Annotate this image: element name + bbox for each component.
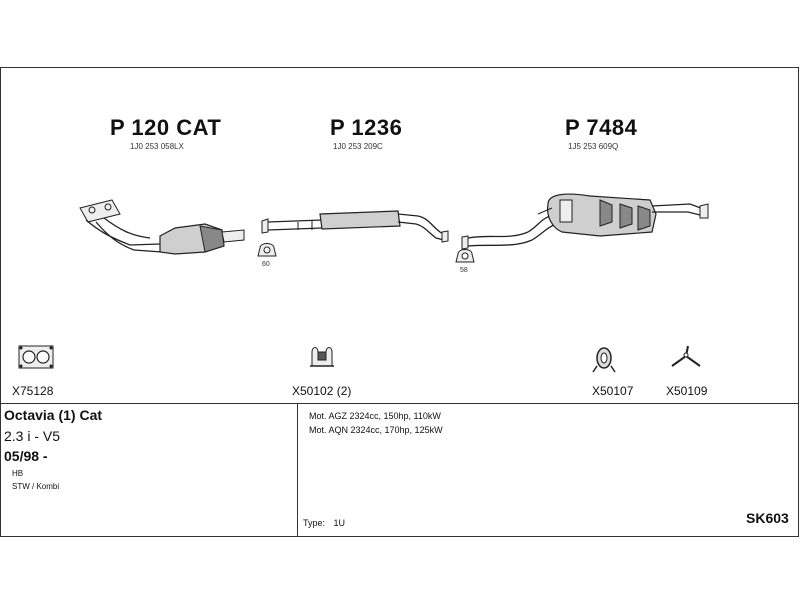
vehicle-body-stw: STW / Kombi bbox=[12, 482, 60, 491]
part-oem-catalyst: 1J0 253 058LX bbox=[130, 142, 184, 151]
vehicle-body-hb: HB bbox=[12, 469, 24, 478]
clamp-number: 58 bbox=[460, 267, 468, 274]
fitting-ref: X50102 (2) bbox=[292, 384, 352, 398]
type-row: Type: 1U bbox=[303, 518, 345, 528]
fitting-ref: X50107 bbox=[592, 384, 634, 398]
part-oem-rear-silencer: 1J5 253 609Q bbox=[568, 142, 619, 151]
part-code-catalyst: P 120 CAT bbox=[110, 115, 222, 140]
vehicle-date: 05/98 - bbox=[4, 448, 48, 464]
part-code-centre-silencer: P 1236 bbox=[330, 115, 403, 140]
clamp-number: 60 bbox=[262, 261, 270, 268]
kit-code: SK603 bbox=[746, 510, 789, 526]
fitting-ref: X50109 bbox=[666, 384, 708, 398]
type-label: Type: bbox=[303, 518, 326, 528]
motor-line: Mot. AGZ 2324cc, 150hp, 110kW bbox=[309, 411, 441, 421]
part-oem-centre-silencer: 1J0 253 209C bbox=[333, 142, 383, 151]
divider-horizontal bbox=[0, 403, 799, 404]
fitting-ref: X75128 bbox=[12, 384, 54, 398]
motor-line: Mot. AQN 2324cc, 170hp, 125kW bbox=[309, 425, 443, 435]
vehicle-model: Octavia (1) Cat bbox=[4, 407, 103, 423]
diagram-frame bbox=[0, 67, 799, 537]
part-code-rear-silencer: P 7484 bbox=[565, 115, 638, 140]
divider-vertical bbox=[297, 403, 298, 537]
vehicle-engine: 2.3 i - V5 bbox=[4, 428, 61, 444]
type-value: 1U bbox=[333, 518, 346, 528]
